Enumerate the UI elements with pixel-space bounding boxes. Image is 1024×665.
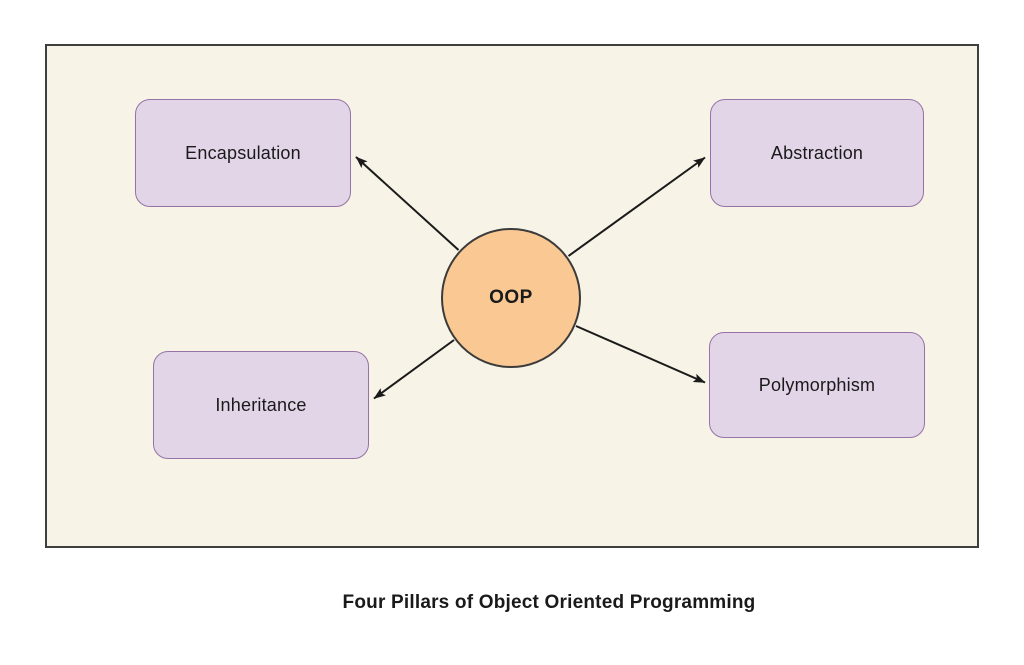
node-abstraction-label: Abstraction bbox=[770, 142, 864, 163]
node-oop-label: OOP bbox=[489, 287, 533, 308]
node-polymorphism-label: Polymorphism bbox=[758, 374, 876, 395]
node-polymorphism: Polymorphism bbox=[709, 332, 925, 438]
diagram-caption: Four Pillars of Object Oriented Programm… bbox=[342, 592, 756, 613]
node-encapsulation: Encapsulation bbox=[135, 99, 351, 207]
node-inheritance: Inheritance bbox=[153, 351, 369, 459]
node-inheritance-label: Inheritance bbox=[215, 394, 307, 415]
node-abstraction: Abstraction bbox=[710, 99, 924, 207]
node-encapsulation-label: Encapsulation bbox=[185, 142, 301, 163]
node-oop-center: OOP bbox=[441, 228, 581, 368]
